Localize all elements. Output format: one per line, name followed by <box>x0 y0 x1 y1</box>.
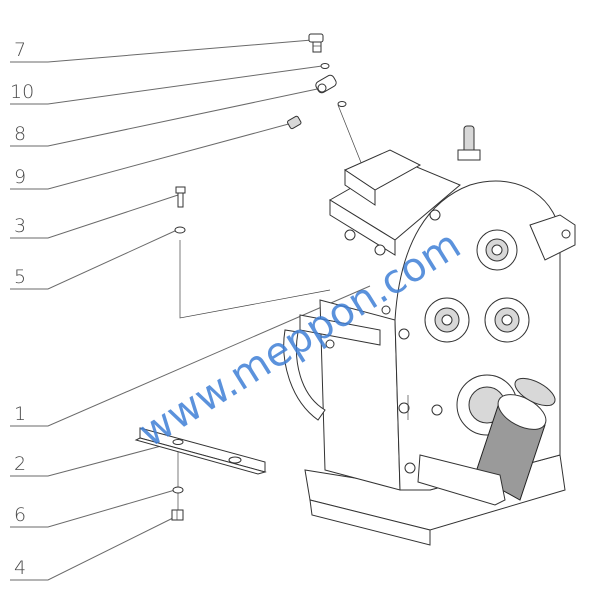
callout-4: 4 <box>10 515 178 581</box>
callout-2: 2 <box>10 444 166 477</box>
callout-9: 9 <box>10 121 297 190</box>
side-lifting-lug <box>529 214 576 261</box>
callout-label-6: 6 <box>14 504 26 526</box>
output-flange-right <box>484 297 530 343</box>
part-10-washer <box>320 63 330 69</box>
callout-label-4: 4 <box>14 557 26 579</box>
part-7-banjo-bolt <box>308 33 324 53</box>
leader-line-3 <box>10 194 179 239</box>
callout-8: 8 <box>10 87 323 147</box>
leader-line-6 <box>10 489 176 528</box>
callout-label-5: 5 <box>14 266 26 288</box>
mounting-bracket <box>299 314 381 346</box>
part-9-nipple <box>287 115 302 130</box>
callout-label-9: 9 <box>14 166 26 188</box>
leader-line-9 <box>10 121 297 190</box>
callout-3: 3 <box>10 194 179 239</box>
callout-5: 5 <box>10 229 178 290</box>
part-8-banjo-fitting <box>315 74 347 107</box>
callout-label-7: 7 <box>14 39 26 61</box>
leader-line-10 <box>10 65 323 105</box>
bolt-guide-line <box>179 240 331 319</box>
part-6-washer <box>172 486 184 494</box>
part-1-gearbox-housing <box>283 125 576 546</box>
callout-label-1: 1 <box>14 403 26 425</box>
leader-line-2 <box>10 444 166 477</box>
part-2-bracket-plate <box>134 427 267 475</box>
callout-label-8: 8 <box>14 123 26 145</box>
leader-line-8 <box>10 87 323 147</box>
output-flange-left <box>424 297 470 343</box>
oil-pipe <box>417 454 506 506</box>
callout-10: 10 <box>10 65 323 105</box>
callout-label-2: 2 <box>14 453 26 475</box>
part-5-washer <box>174 226 186 234</box>
output-flange-upper <box>476 229 518 271</box>
leader-line-1 <box>10 285 371 427</box>
callout-label-10: 10 <box>10 81 34 103</box>
leader-line-5 <box>10 229 178 290</box>
part-3-bolt <box>175 186 186 208</box>
callout-1: 1 <box>10 285 371 427</box>
leader-line-7 <box>10 39 313 63</box>
callout-label-3: 3 <box>14 215 26 237</box>
callout-6: 6 <box>10 489 176 528</box>
callout-7: 7 <box>10 39 313 63</box>
leader-line-4 <box>10 515 178 581</box>
part-4-nut <box>171 509 184 521</box>
